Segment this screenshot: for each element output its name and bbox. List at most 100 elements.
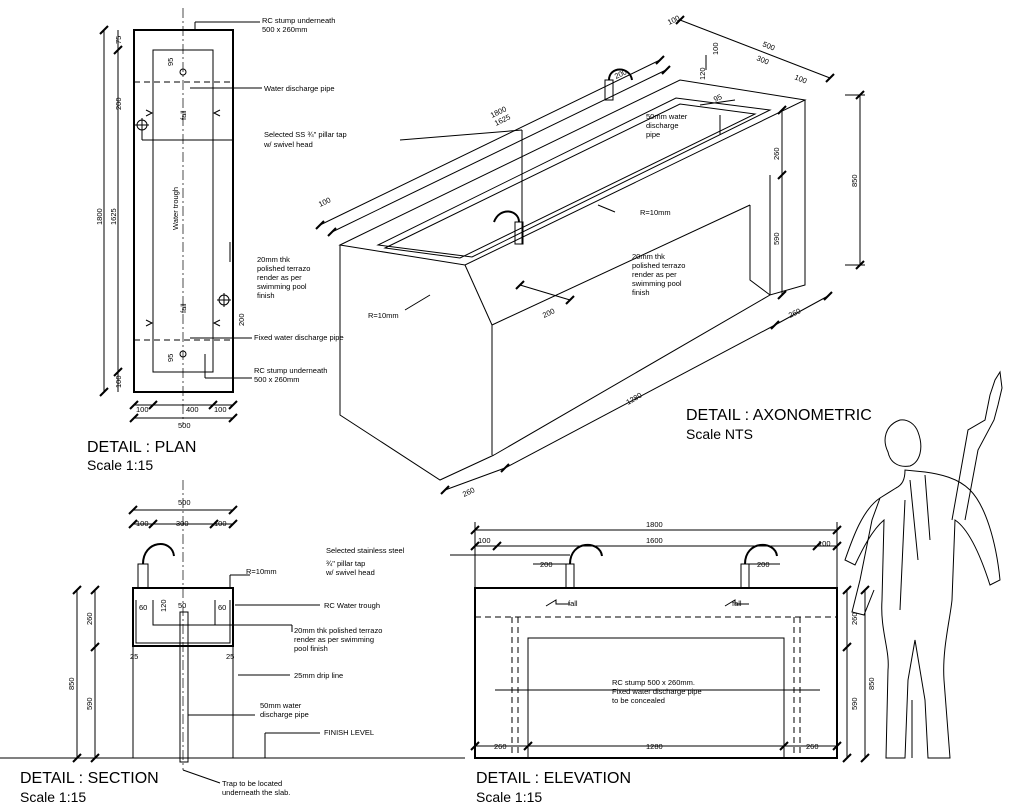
section-dim-50: 50 [178, 601, 186, 610]
section-scale: Scale 1:15 [20, 789, 86, 805]
elev-dim-100-right: 100 [818, 539, 831, 548]
section-dim-100-left: 100 [136, 519, 149, 528]
axo-dim-120: 120 [698, 67, 707, 80]
section-dim-25-right: 25 [226, 652, 234, 661]
section-dim-60-right: 60 [218, 603, 226, 612]
plan-title: DETAIL : PLAN [87, 439, 196, 456]
section-note-render-1: 20mm thk polished terrazo [294, 626, 382, 635]
axo-dim-300: 300 [755, 54, 770, 67]
axo-note-render-2: polished terrazo [632, 261, 685, 270]
plan-note-rc-stump-bot-size: 500 x 260mm [254, 375, 299, 384]
elev-dim-260-side: 260 [850, 612, 859, 625]
plan-dim-100-side: 100 [114, 375, 123, 388]
section-note-finish-level: FINISH LEVEL [324, 728, 374, 737]
plan-note-fixed-discharge: Fixed water discharge pipe [254, 333, 344, 342]
elev-note-stump-1: RC stump 500 x 260mm. [612, 678, 695, 687]
scale-figure-person [844, 370, 1003, 759]
plan-dim-100-right: 100 [214, 405, 227, 414]
axo-dim-590: 590 [772, 232, 781, 245]
plan-note-water-discharge: Water discharge pipe [264, 84, 335, 93]
elev-dim-1600: 1600 [646, 536, 663, 545]
axo-note-render-4: swimming pool [632, 279, 682, 288]
section-note-trap-2: underneath the slab. [222, 788, 290, 797]
section-dim-60-left: 60 [139, 603, 147, 612]
axo-dim-260-c: 260 [461, 485, 476, 498]
plan-view: RC stump underneath 500 x 260mm Water di… [87, 8, 347, 473]
elev-note-steel-2: ¾" pillar tap [326, 559, 365, 568]
plan-scale: Scale 1:15 [87, 457, 153, 473]
elev-dim-200-right: 200 [757, 560, 770, 569]
plan-note-render-1: 20mm thk [257, 255, 290, 264]
elev-dim-260-right: 260 [806, 742, 819, 751]
section-dim-260: 260 [85, 612, 94, 625]
section-dim-850: 850 [67, 677, 76, 690]
section-note-pipe-1: 50mm water [260, 701, 302, 710]
axo-dim-500: 500 [761, 40, 776, 53]
plan-dim-200-top: 200 [114, 97, 123, 110]
axo-dim-95: 95 [712, 92, 723, 104]
plan-fall-top: fall [179, 110, 188, 120]
section-note-render-3: pool finish [294, 644, 328, 653]
elev-fall-left: fall [568, 599, 578, 608]
elev-dim-1280: 1280 [646, 742, 663, 751]
elev-dim-590: 590 [850, 697, 859, 710]
section-note-render-2: render as per swimming [294, 635, 374, 644]
plan-dim-500: 500 [178, 421, 191, 430]
axo-title: DETAIL : AXONOMETRIC [686, 407, 872, 424]
plan-dim-95-top: 95 [166, 58, 175, 66]
axo-dim-260-b: 260 [787, 306, 802, 319]
plan-note-tap: Selected SS ¾" pillar tap [264, 130, 347, 139]
section-dim-590: 590 [85, 697, 94, 710]
elevation-scale: Scale 1:15 [476, 789, 542, 805]
axo-dim-850: 850 [850, 174, 859, 187]
plan-note-rc-stump-top-size: 500 x 260mm [262, 25, 307, 34]
axo-dim-100-b: 100 [793, 73, 808, 86]
section-dim-25-left: 25 [130, 652, 138, 661]
section-dim-500: 500 [178, 498, 191, 507]
plan-dim-1625: 1625 [109, 208, 118, 225]
axo-note-render-3: render as per [632, 270, 677, 279]
plan-dim-75: 75 [114, 36, 123, 44]
section-note-r10: R=10mm [246, 567, 277, 576]
axo-dim-200-bottom: 200 [541, 306, 556, 319]
section-note-rc-trough: RC Water trough [324, 601, 380, 610]
elevation-title: DETAIL : ELEVATION [476, 770, 631, 787]
axo-note-pipe-3: pipe [646, 130, 660, 139]
section-dim-300: 300 [176, 519, 189, 528]
plan-note-rc-stump-bot: RC stump underneath [254, 366, 327, 375]
plan-dim-1800: 1800 [95, 208, 104, 225]
plan-dim-200-bot: 200 [237, 313, 246, 326]
elev-note-steel-1: Selected stainless steel [326, 546, 405, 555]
section-note-pipe-2: discharge pipe [260, 710, 309, 719]
section-dim-100-right: 100 [214, 519, 227, 528]
elev-note-stump-2: Fixed water discharge pipe [612, 687, 702, 696]
elev-fall-right: fall [732, 599, 742, 608]
axo-note-r10-bottom: R=10mm [368, 311, 399, 320]
section-note-trap-1: Trap to be located [222, 779, 282, 788]
axo-dim-100-a: 100 [666, 13, 681, 26]
elev-dim-1800: 1800 [646, 520, 663, 529]
elev-dim-850: 850 [867, 677, 876, 690]
elev-note-steel-3: w/ swivel head [325, 568, 375, 577]
plan-note-render-4: swimming pool [257, 282, 307, 291]
plan-label-trough: Water trough [171, 187, 180, 230]
elev-dim-260-left: 260 [494, 742, 507, 751]
axo-note-pipe-2: discharge [646, 121, 679, 130]
elev-dim-200-left: 200 [540, 560, 553, 569]
plan-note-rc-stump-top: RC stump underneath [262, 16, 335, 25]
plan-fall-bottom: fall [179, 303, 188, 313]
axo-note-render-5: finish [632, 288, 650, 297]
elevation-view: Selected stainless steel ¾" pillar tap w… [325, 520, 876, 805]
plan-note-render-2: polished terrazo [257, 264, 310, 273]
section-note-drip: 25mm drip line [294, 671, 343, 680]
plan-dim-400: 400 [186, 405, 199, 414]
axo-note-pipe-1: 50mm water [646, 112, 688, 121]
axo-note-r10-top: R=10mm [640, 208, 671, 217]
section-dim-120: 120 [159, 599, 168, 612]
elev-dim-100-left: 100 [478, 536, 491, 545]
elev-note-stump-3: to be concealed [612, 696, 665, 705]
section-view: 500 100 300 100 R=10mm 260 850 590 60 60… [0, 480, 465, 805]
axo-dim-100-c: 100 [711, 42, 720, 55]
